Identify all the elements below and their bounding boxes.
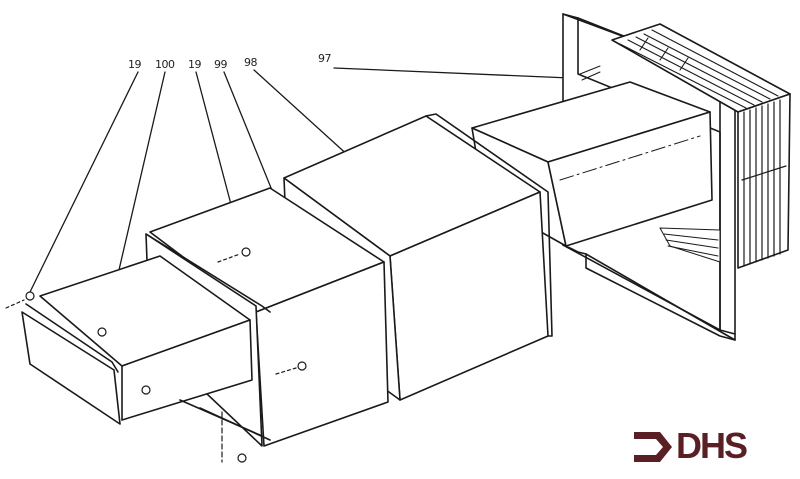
callout-98: 98 xyxy=(244,56,258,69)
dhs-logo: DHS xyxy=(632,425,784,466)
bolt-icon xyxy=(275,361,307,375)
part-100-duct xyxy=(21,255,271,441)
callout-97: 97 xyxy=(318,52,332,65)
arrow-bracket-icon xyxy=(634,432,672,462)
callout-19-right: 19 xyxy=(188,58,202,71)
bolt-icon xyxy=(5,291,35,309)
callout-100: 100 xyxy=(155,58,175,71)
bolt-icon xyxy=(141,385,151,395)
bolt-icon xyxy=(97,327,107,337)
bolt-icon xyxy=(217,247,251,263)
callout-19-left: 19 xyxy=(128,58,142,71)
bolt-icon xyxy=(221,411,247,463)
leader-lines xyxy=(29,67,571,301)
bolts-part-19 xyxy=(5,247,307,463)
logo-text: DHS xyxy=(676,425,748,466)
callout-99: 99 xyxy=(214,58,228,71)
